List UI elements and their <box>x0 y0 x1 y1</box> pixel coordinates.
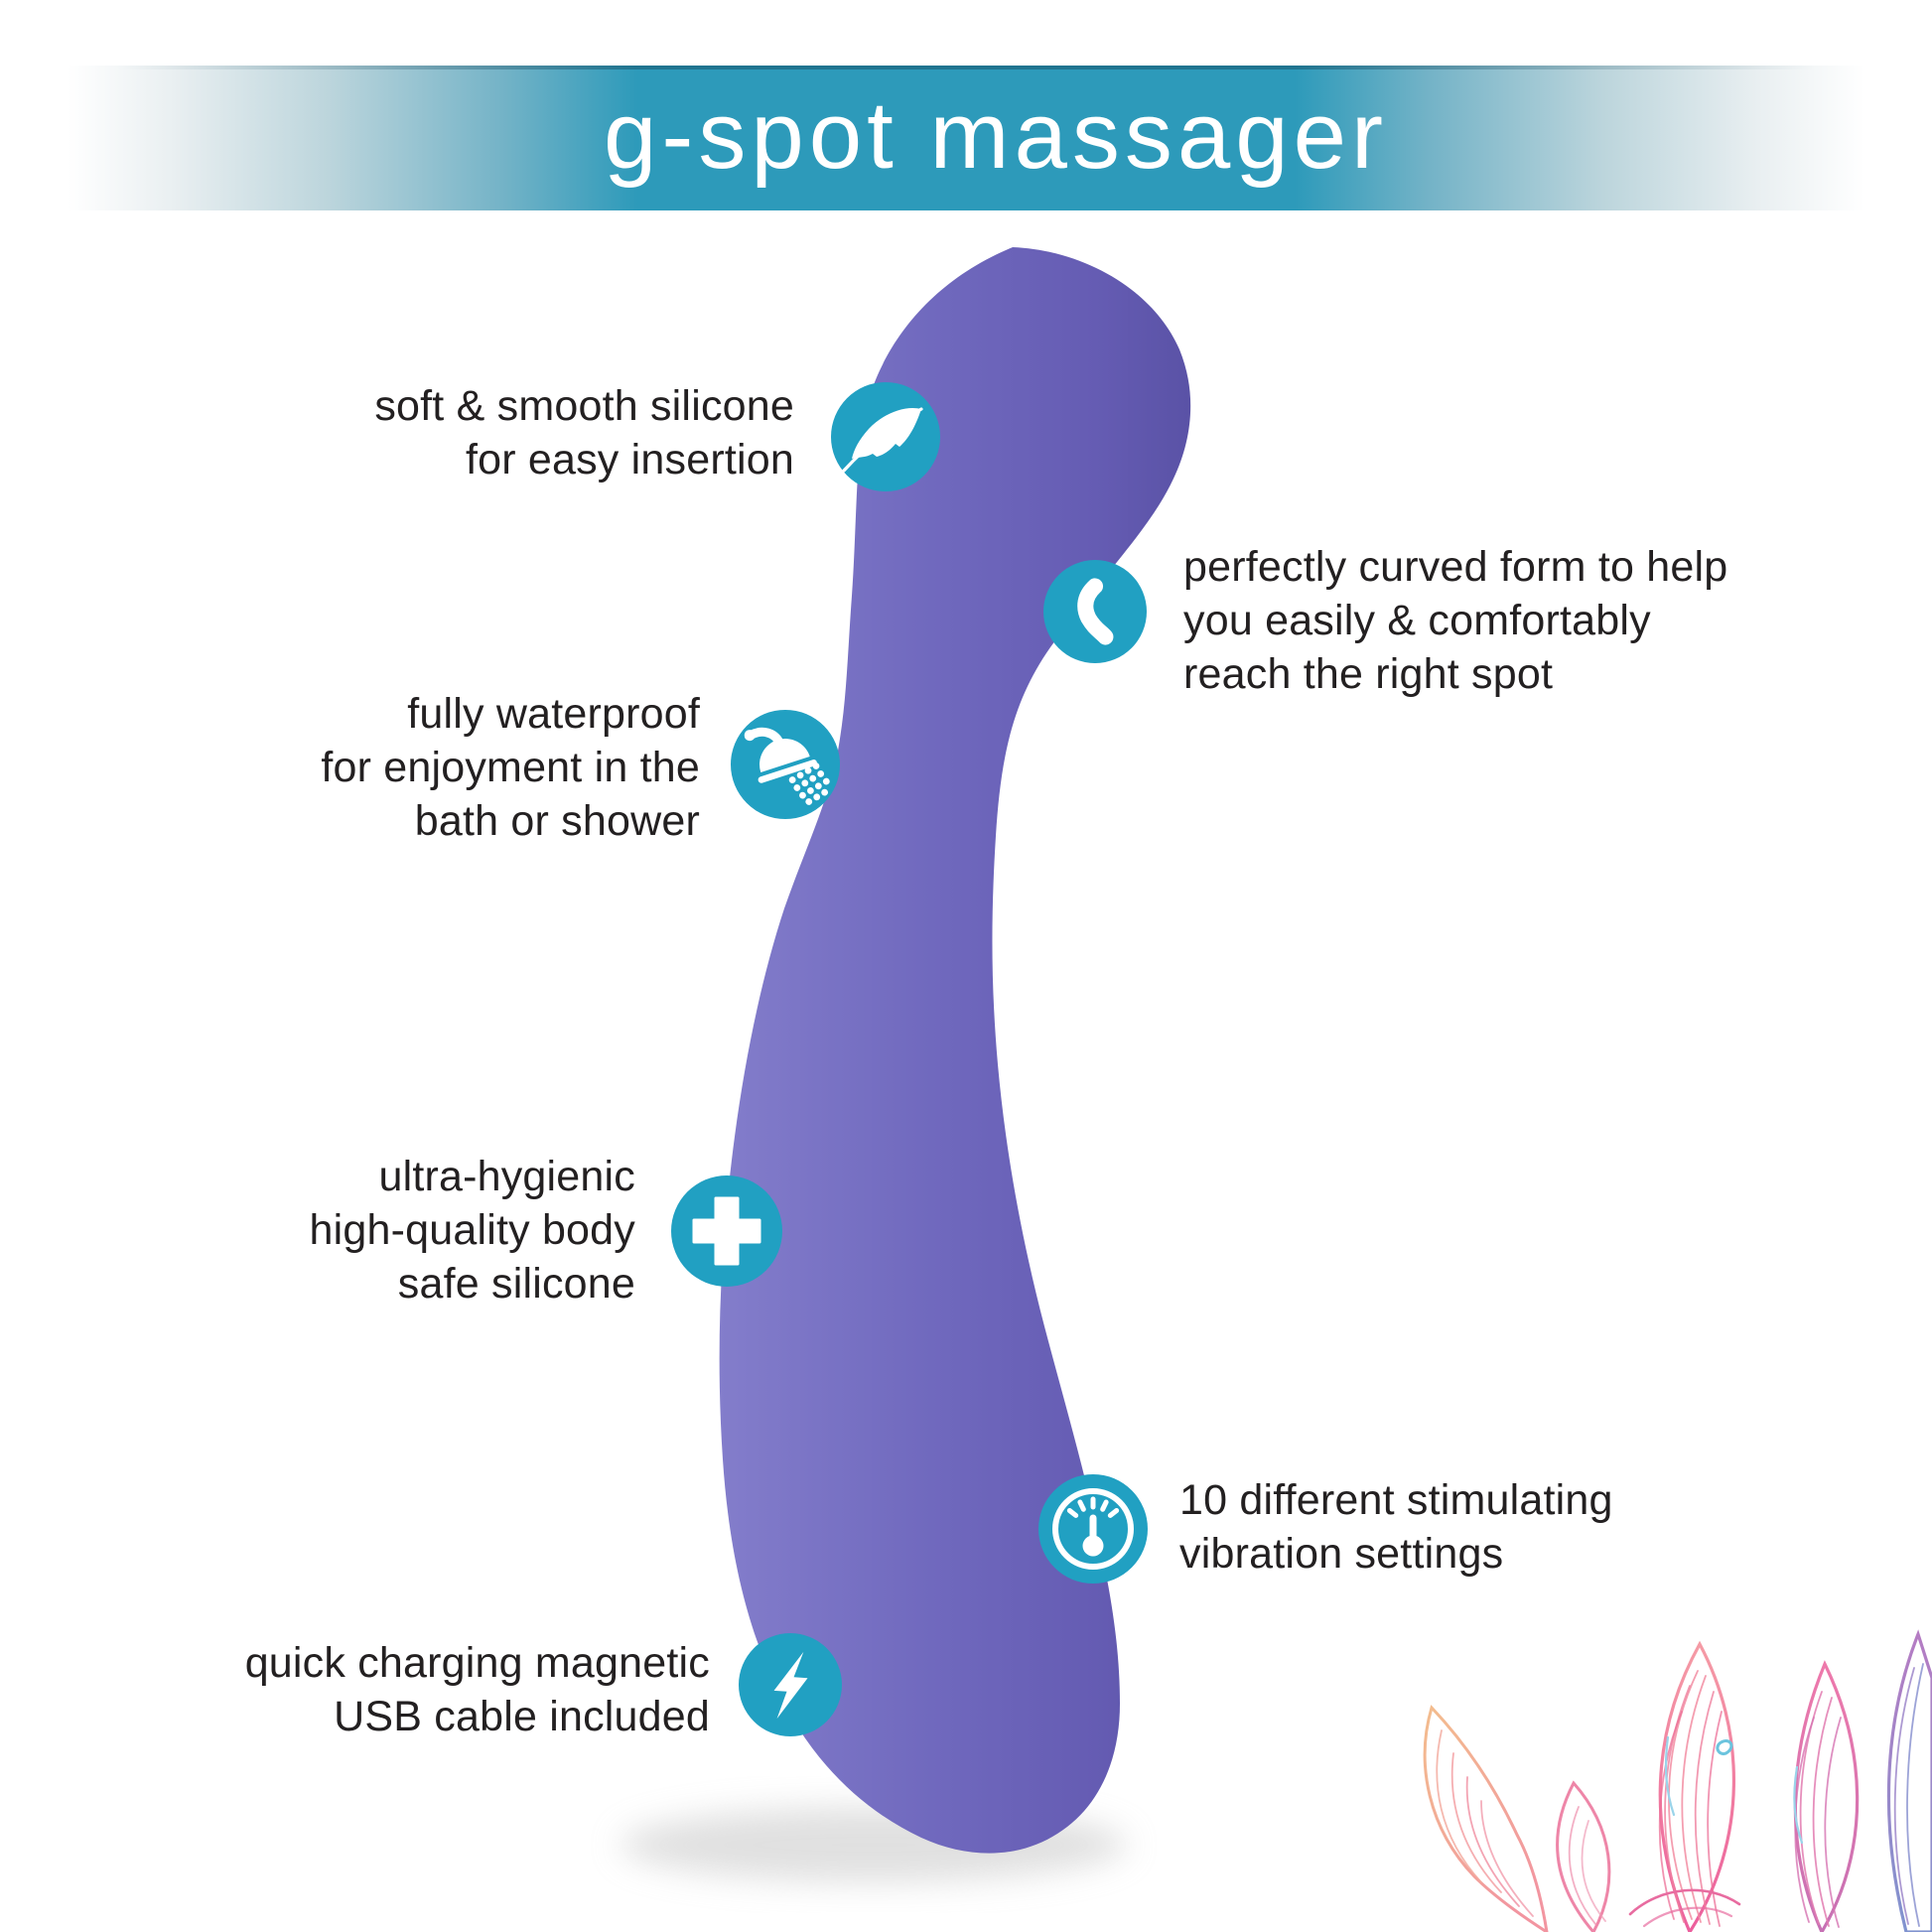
callout-line: quick charging magnetic <box>244 1639 710 1687</box>
callout-line: 10 different stimulating <box>1179 1476 1613 1524</box>
callout-line: reach the right spot <box>1183 650 1554 698</box>
callout-curved-form: perfectly curved form to help you easily… <box>1183 540 1727 701</box>
medical-plus-icon <box>692 1196 761 1266</box>
callout-line: soft & smooth silicone <box>374 382 794 430</box>
gauge-icon <box>1052 1488 1134 1570</box>
feather-badge <box>831 382 940 491</box>
callout-line: for enjoyment in the <box>321 744 700 791</box>
callout-hygienic: ultra-hygienic high-quality body safe si… <box>309 1150 635 1311</box>
lightning-bolt-icon <box>773 1651 808 1720</box>
massager-body <box>719 247 1191 1854</box>
shower-icon <box>744 727 830 805</box>
callout-vibration: 10 different stimulating vibration setti… <box>1179 1473 1613 1581</box>
curved-form-badge <box>1043 560 1147 663</box>
feather-icon <box>842 407 923 473</box>
callout-line: perfectly curved form to help <box>1183 543 1728 591</box>
callout-line: vibration settings <box>1179 1530 1504 1578</box>
callout-line: high-quality body <box>309 1206 635 1254</box>
callout-line: USB cable included <box>334 1693 710 1740</box>
page-title: g-spot massager <box>604 82 1388 189</box>
callout-line: for easy insertion <box>465 436 794 483</box>
flower-line-art-decoration <box>1423 1629 1932 1932</box>
callout-line: you easily & comfortably <box>1183 597 1651 644</box>
callout-line: ultra-hygienic <box>378 1153 635 1200</box>
callout-line: fully waterproof <box>407 690 700 738</box>
shower-badge <box>731 710 840 819</box>
callout-waterproof: fully waterproof for enjoyment in the ba… <box>321 687 700 848</box>
callout-soft-silicone: soft & smooth silicone for easy insertio… <box>374 379 794 486</box>
header-band: g-spot massager <box>0 66 1932 210</box>
hygienic-badge <box>671 1175 782 1287</box>
callout-charging: quick charging magnetic USB cable includ… <box>245 1636 710 1743</box>
callout-line: bath or shower <box>414 797 700 845</box>
callout-line: safe silicone <box>397 1260 635 1308</box>
curved-form-icon <box>1077 578 1114 645</box>
charging-badge <box>739 1633 842 1736</box>
vibration-badge <box>1038 1474 1148 1584</box>
